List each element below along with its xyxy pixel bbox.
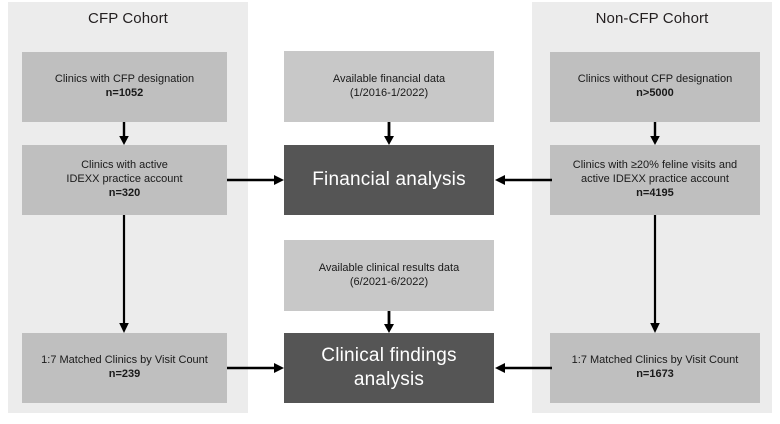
arrow-left-box2-to-box3 (117, 215, 131, 334)
right-box-2-line2: active IDEXX practice account (581, 173, 729, 186)
clinical-findings-analysis-label: Clinical findings analysis (321, 345, 457, 390)
left-box-3-line1: 1:7 Matched Clinics by Visit Count (41, 354, 208, 367)
arrow-left-box3-to-clinical-findings-analysis (227, 360, 285, 376)
left-box-2-count: n=320 (108, 186, 141, 199)
non-cfp-cohort-title: Non-CFP Cohort (595, 10, 709, 27)
arrow-right-box2-to-box3 (648, 215, 662, 334)
cfp-cohort-title: CFP Cohort (88, 10, 168, 27)
center-box-1-line2: (1/2016-1/2022) (349, 86, 429, 99)
arrow-right-box3-to-clinical-findings-analysis (495, 360, 552, 376)
right-box-3-line1: 1:7 Matched Clinics by Visit Count (571, 354, 739, 367)
left-box-clinics-with-active-idexx-account: Clinics with active IDEXX practice accou… (22, 145, 227, 215)
arrow-left-box2-to-financial-analysis (227, 172, 285, 188)
center-box-available-clinical-results-data: Available clinical results data (6/2021-… (284, 240, 494, 311)
right-box-clinics-without-cfp-designation: Clinics without CFP designation n>5000 (550, 52, 760, 122)
left-box-3-count: n=239 (108, 368, 141, 380)
arrow-right-box2-to-financial-analysis (495, 172, 552, 188)
financial-analysis-label: Financial analysis (312, 169, 466, 191)
center-box-1-line1: Available financial data (332, 72, 446, 85)
right-box-2-line1: Clinics with ≥20% feline visits and (572, 159, 738, 172)
left-box-2-line1: Clinics with active (81, 159, 168, 172)
left-box-2-line2: IDEXX practice account (66, 173, 183, 186)
arrow-clinical-results-data-to-clinical-findings-analysis (382, 311, 396, 334)
right-box-clinics-with-feline-visits-and-idexx-account: Clinics with ≥20% feline visits and acti… (550, 145, 760, 215)
arrow-left-box1-to-box2 (117, 122, 131, 146)
arrow-right-box1-to-box2 (648, 122, 662, 146)
right-box-2-count: n=4195 (636, 186, 674, 199)
center-box-clinical-findings-analysis: Clinical findings analysis (284, 333, 494, 403)
left-box-matched-clinics-by-visit-count: 1:7 Matched Clinics by Visit Count n=239 (22, 333, 227, 403)
center-box-available-financial-data: Available financial data (1/2016-1/2022) (284, 51, 494, 122)
center-box-3-line2: (6/2021-6/2022) (349, 275, 429, 288)
arrow-financial-data-to-financial-analysis (382, 122, 396, 146)
right-box-1-count: n>5000 (636, 87, 674, 99)
right-box-matched-clinics-by-visit-count: 1:7 Matched Clinics by Visit Count n=167… (550, 333, 760, 403)
right-box-3-count: n=1673 (636, 368, 674, 380)
left-box-1-line1: Clinics with CFP designation (54, 73, 195, 86)
center-box-financial-analysis: Financial analysis (284, 145, 494, 215)
right-box-1-line1: Clinics without CFP designation (577, 73, 733, 86)
center-box-3-line1: Available clinical results data (318, 261, 460, 274)
left-box-1-count: n=1052 (105, 87, 144, 99)
left-box-clinics-with-cfp-designation: Clinics with CFP designation n=1052 (22, 52, 227, 122)
